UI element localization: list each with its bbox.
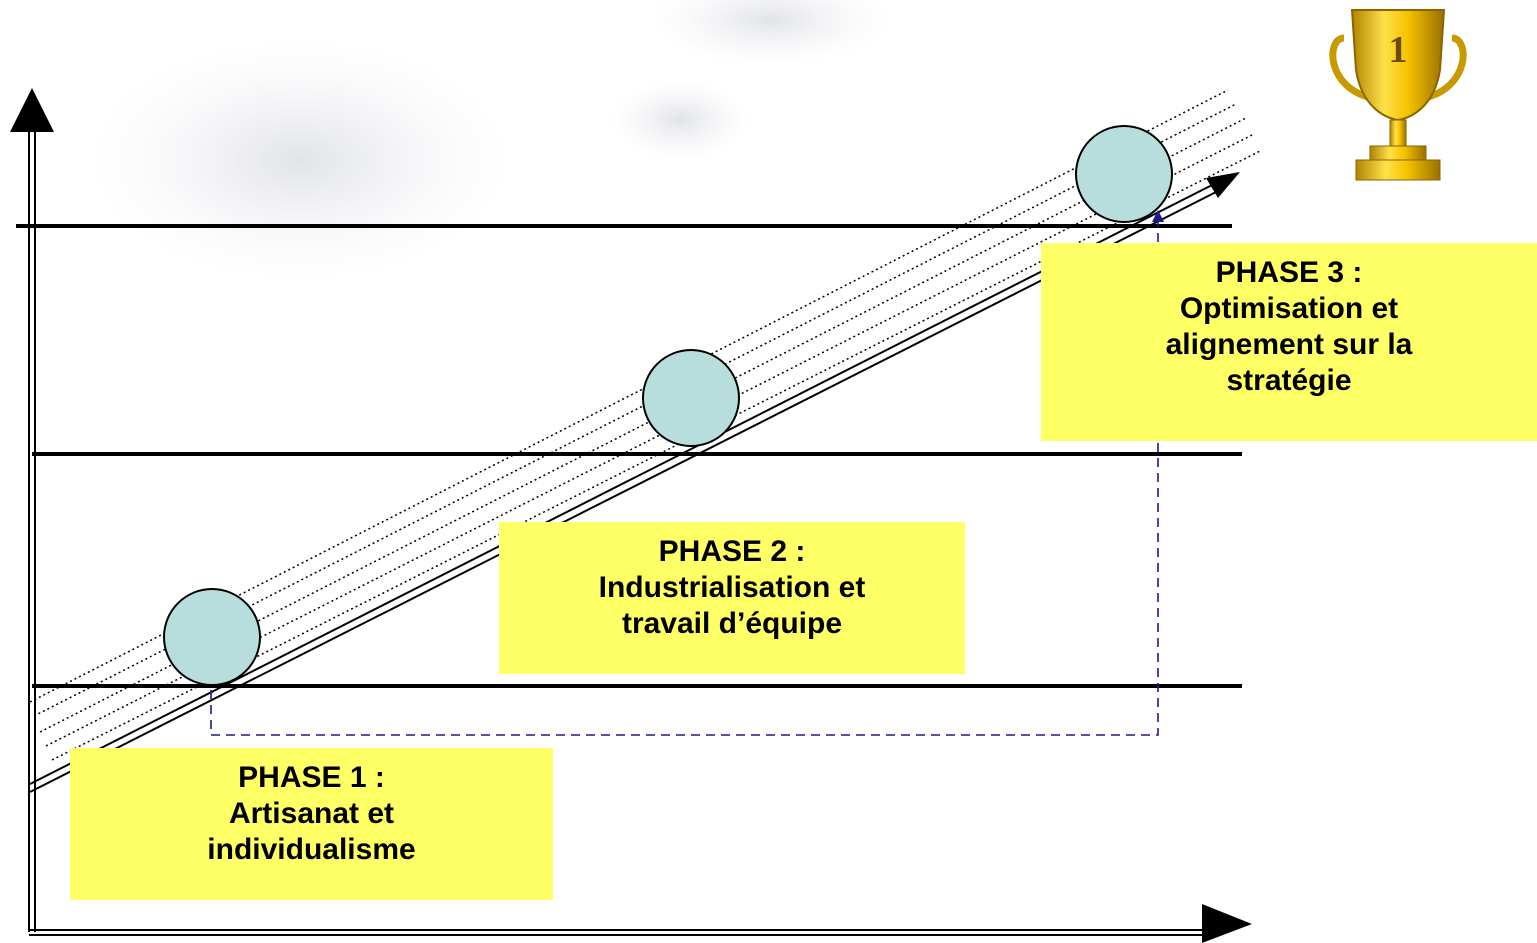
y-axis-arrowhead [10,88,54,132]
phase-3-line-2: alignement sur la [1165,328,1413,361]
milestone-circle-3 [1075,125,1173,223]
trophy-icon: 1 [1329,9,1467,181]
phase-3-box: PHASE 3 : Optimisation et alignement sur… [1041,243,1537,441]
connector-arrowhead [1152,210,1164,222]
phase-1-title: PHASE 1 : [238,761,385,794]
milestone-circle-2 [642,349,740,447]
phase-3-line-3: stratégie [1226,364,1352,397]
phase-2-title: PHASE 2 : [658,535,806,568]
phase-1-box: PHASE 1 : Artisanat et individualisme [70,748,553,900]
progression-arrow [29,172,1240,793]
background-watermark [90,0,890,280]
phase-2-line-2: travail d’équipe [621,607,843,640]
axes [10,88,1252,943]
phase-2-line-1: Industrialisation et [598,571,866,604]
phase-3-line-1: Optimisation et [1179,292,1399,325]
milestone-circle-1 [163,588,261,686]
x-axis-arrowhead [1202,904,1252,943]
phase-1-line-1: Artisanat et [228,797,395,830]
phase-3-title: PHASE 3 : [1215,256,1363,289]
phase-2-box: PHASE 2 : Industrialisation et travail d… [499,522,965,674]
phase-connector [210,214,1159,736]
phase-1-line-2: individualisme [207,833,416,866]
trophy-number: 1 [1389,29,1408,71]
